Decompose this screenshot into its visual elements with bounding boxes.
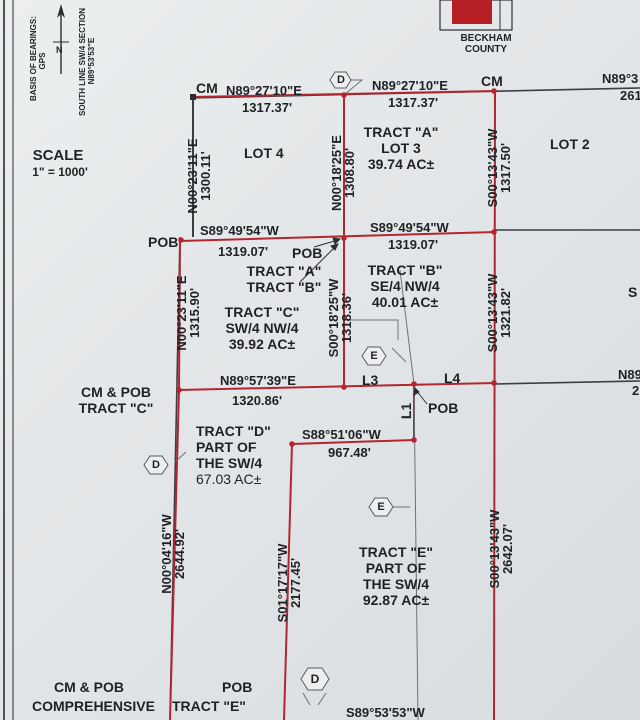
top-bearing-right: N89°27'10"E (372, 78, 448, 93)
top-dist-left: 1317.37' (242, 100, 293, 115)
l3-label: L3 (362, 372, 379, 388)
l1-label: L1 (398, 402, 414, 420)
county-highlight (452, 0, 492, 24)
easement-d-icon-bottom (300, 667, 330, 691)
s89-bearing-left: S89°49'54"W (200, 223, 279, 238)
east-center-line (494, 380, 640, 385)
lot4-label: LOT 4 (244, 145, 284, 161)
corner-dot (491, 229, 497, 235)
pob-label-center: POB (428, 400, 459, 416)
pob-label-mid: POB (292, 245, 323, 261)
corner-dot (411, 381, 417, 387)
corner-dot (491, 380, 497, 386)
bottom-pob: POB (222, 679, 253, 695)
corner-dot (411, 437, 417, 443)
easement-e-letter: E (377, 501, 385, 513)
bottom-tract-e: TRACT "E" (172, 698, 246, 714)
easement-e-icon-lower (368, 497, 394, 517)
n8957-dist: 1320.86' (232, 393, 283, 408)
bottom-bearing: S89°53'53"W (346, 705, 425, 720)
corner-dot (341, 235, 347, 241)
top-bearing-left: N89°27'10"E (226, 83, 302, 98)
top-dist-far: 261 (620, 88, 640, 103)
bottom-comprehensive: COMPREHENSIVE (32, 698, 155, 714)
lot2-label: LOT 2 (550, 136, 590, 152)
scale-value: 1" = 1000' (32, 165, 88, 179)
easement-e-letter: E (370, 350, 378, 362)
corner-dot (341, 92, 347, 98)
north-arrow-label: N (56, 45, 63, 55)
s89-bearing-right: S89°49'54"W (370, 220, 449, 235)
s8851-bearing: S88°51'06"W (302, 427, 381, 442)
easement-e-icon-mid (361, 346, 387, 366)
cm-label-nw: CM (196, 80, 218, 96)
easement-d-icon-top (329, 71, 352, 89)
north-arrow-icon (53, 4, 69, 74)
top-dist-right: 1317.37' (388, 95, 439, 110)
cm-label-n: CM (481, 73, 503, 89)
corner-dot (341, 384, 347, 390)
pob-label-left: POB (148, 234, 179, 250)
s8851-dist: 967.48' (328, 445, 371, 460)
easement-d-letter: D (310, 672, 320, 686)
n8957-bearing: N89°57'39"E (220, 373, 296, 388)
easement-d-icon-left (143, 455, 169, 475)
basis-of-bearings-label: BASIS OF BEARINGS:GPS (29, 16, 47, 101)
corner-dot (178, 237, 184, 243)
pob-arrows (299, 237, 428, 405)
tract-ab-label: TRACT "A"TRACT "B" (246, 263, 322, 295)
corner-dot (491, 88, 497, 94)
corner-dot (176, 387, 182, 393)
bottom-cm-pob: CM & POB (54, 679, 124, 695)
scale-title: SCALE (32, 147, 84, 164)
right-edge-s: S (628, 284, 638, 300)
easement-d-letter: D (152, 459, 160, 471)
easement-d-letter: D (337, 74, 345, 86)
top-bearing-far: N89°3 (602, 71, 639, 86)
l4-label: L4 (444, 370, 461, 386)
s89-dist-right: 1319.07' (388, 237, 439, 252)
county-locator-map (439, 0, 513, 31)
corner-dot (289, 441, 295, 447)
cm-marker-nw (190, 94, 196, 100)
s89-dist-left: 1319.07' (218, 244, 269, 259)
